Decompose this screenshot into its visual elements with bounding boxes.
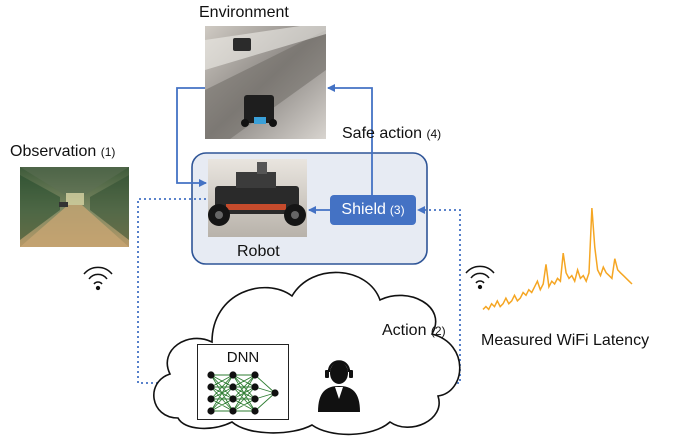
- safe-action-label: Safe action: [342, 125, 423, 142]
- operator-icon: [318, 360, 360, 412]
- shield-to-env-arrow: [327, 84, 373, 195]
- environment-photo: [205, 26, 326, 139]
- latency-label: Measured WiFi Latency: [481, 332, 650, 349]
- action-to-shield-arrow: [392, 206, 461, 384]
- env-to-robot-arrow: [176, 87, 207, 187]
- shield-box: Shield (3): [330, 195, 416, 225]
- latency-line: [482, 207, 633, 311]
- action-label-group: Action (2): [382, 322, 446, 340]
- shield-label: Shield: [341, 201, 386, 218]
- wifi-icon: [83, 266, 113, 291]
- robot-label: Robot: [237, 243, 280, 260]
- safe-action-step-number: (4): [426, 127, 442, 141]
- action-label: Action: [382, 322, 427, 339]
- neural-network-icon: [207, 371, 279, 415]
- shield-step-number: (3): [389, 203, 405, 217]
- wifi-icon: [465, 265, 495, 290]
- dnn-label: DNN: [226, 349, 260, 366]
- dnn-box: DNN: [197, 344, 289, 420]
- observation-photo: [20, 167, 129, 247]
- observation-label-group: Observation (1): [10, 143, 115, 161]
- observation-label: Observation: [10, 143, 97, 160]
- action-step-number: (2): [430, 324, 446, 338]
- environment-label: Environment: [199, 4, 289, 21]
- robot-photo: [208, 159, 307, 237]
- safe-action-label-group: Safe action (4): [342, 125, 441, 143]
- observation-step-number: (1): [100, 145, 116, 159]
